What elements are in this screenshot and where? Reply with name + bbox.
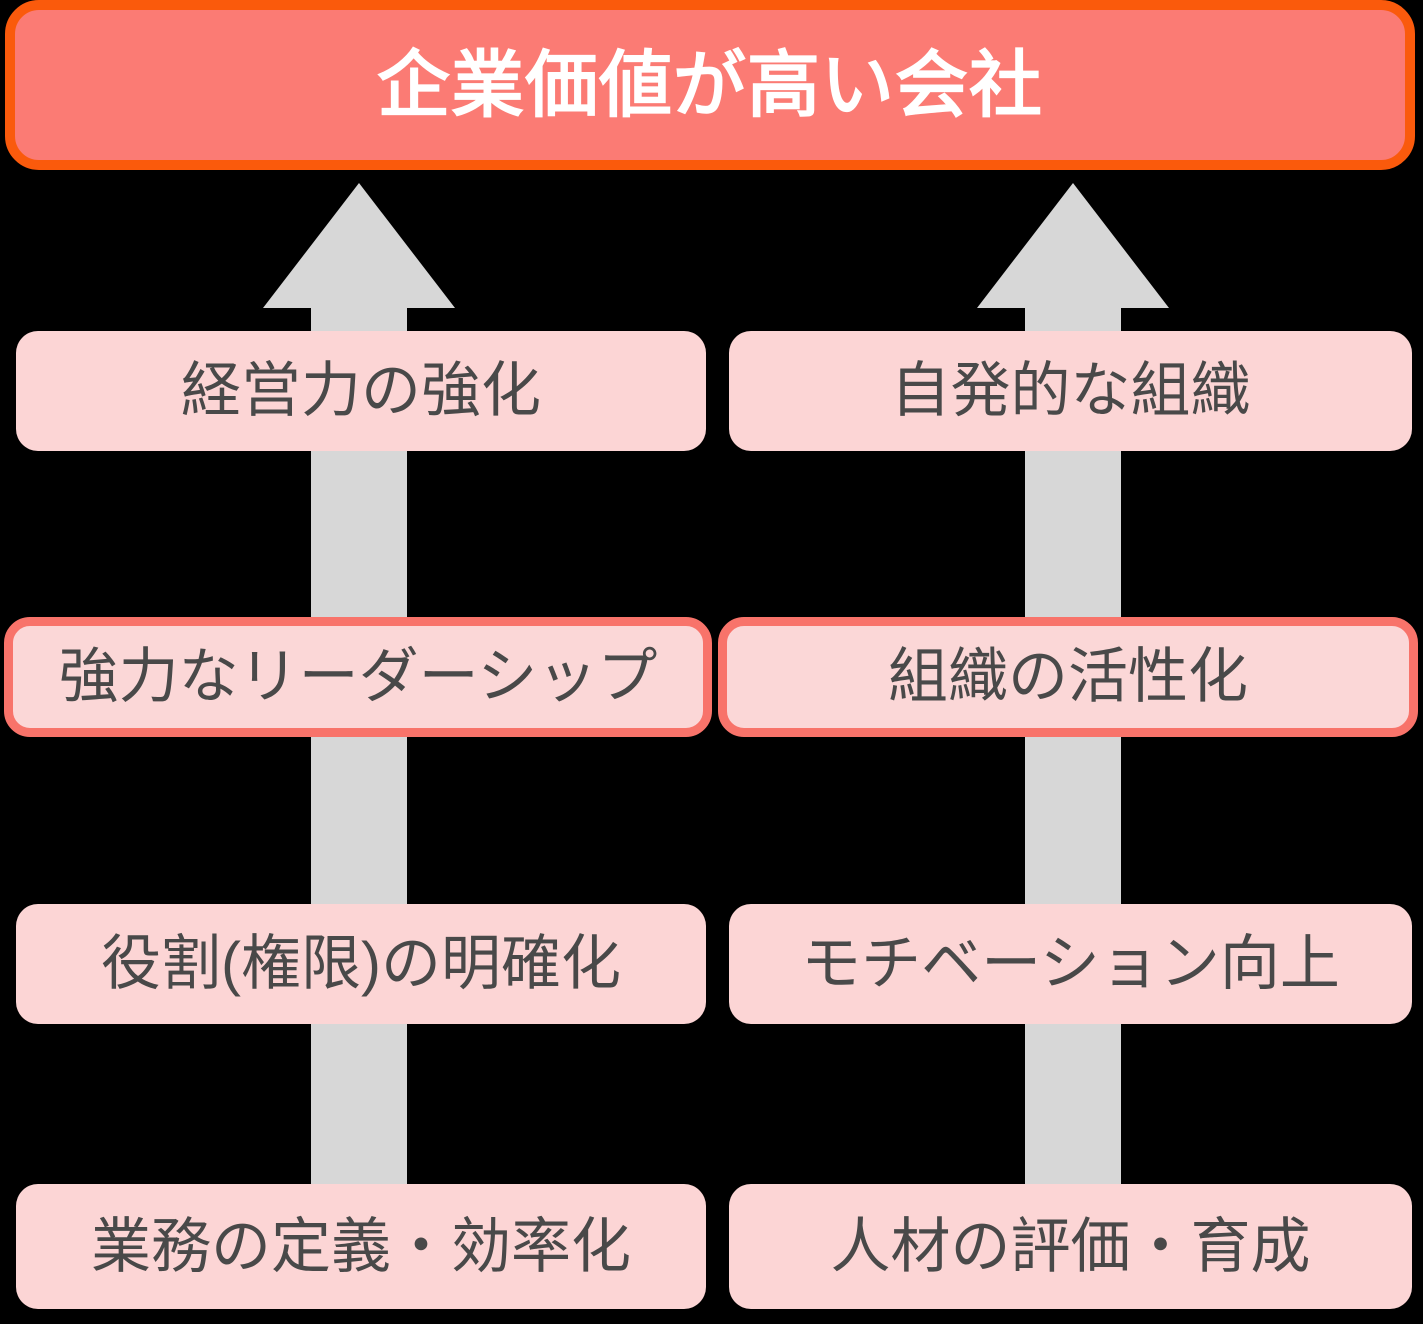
left-column-item-3-label: 役割(権限)の明確化 <box>101 930 621 997</box>
left-column-item-2-label: 強力なリーダーシップ <box>58 643 658 710</box>
right-column-item-1[interactable]: 自発的な組織 <box>729 331 1412 451</box>
left-arrow-head <box>263 183 455 308</box>
right-column-item-3-label: モチベーション向上 <box>801 930 1340 997</box>
left-column-item-1[interactable]: 経営力の強化 <box>16 331 706 451</box>
left-column-item-1-label: 経営力の強化 <box>181 357 541 424</box>
right-column-item-4[interactable]: 人材の評価・育成 <box>729 1184 1412 1309</box>
right-column-item-3[interactable]: モチベーション向上 <box>729 904 1412 1024</box>
left-column-item-4-label: 業務の定義・効率化 <box>91 1212 631 1280</box>
goal-banner: 企業価値が高い会社 <box>5 0 1415 170</box>
goal-banner-label: 企業価値が高い会社 <box>377 44 1043 126</box>
left-column-item-2[interactable]: 強力なリーダーシップ <box>4 617 712 737</box>
left-column-item-4[interactable]: 業務の定義・効率化 <box>16 1184 706 1309</box>
right-column-item-4-label: 人材の評価・育成 <box>830 1212 1311 1280</box>
right-arrow-head <box>977 183 1169 308</box>
right-column-item-2-label: 組織の活性化 <box>888 643 1248 710</box>
right-column-item-1-label: 自発的な組織 <box>890 357 1251 424</box>
left-column-item-3[interactable]: 役割(権限)の明確化 <box>16 904 706 1024</box>
right-column-item-2[interactable]: 組織の活性化 <box>718 617 1418 737</box>
